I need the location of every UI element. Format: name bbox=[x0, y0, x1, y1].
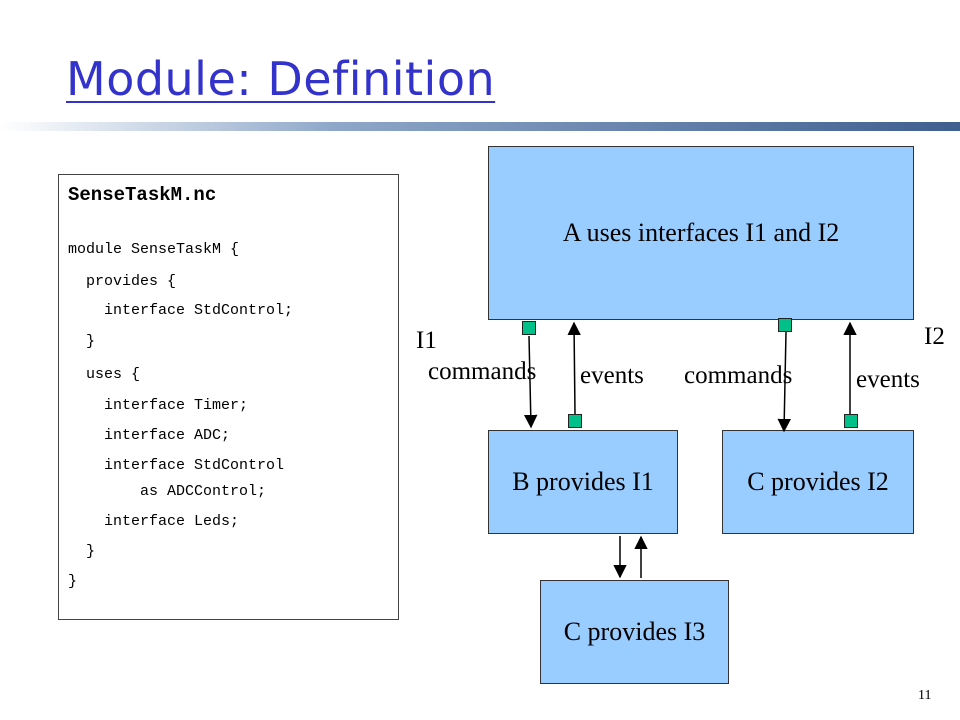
module-b-box: B provides I1 bbox=[488, 430, 678, 534]
events-arrow-left bbox=[567, 321, 581, 415]
page-number: 11 bbox=[918, 688, 932, 703]
module-c3-box: C provides I3 bbox=[540, 580, 729, 684]
commands-arrow-right bbox=[777, 331, 791, 433]
module-a-label: A uses interfaces I1 and I2 bbox=[562, 218, 840, 247]
code-filename: SenseTaskM.nc bbox=[68, 184, 217, 206]
label-events-right: events bbox=[856, 366, 920, 393]
code-line: interface ADC; bbox=[68, 427, 231, 444]
label-i1: I1 bbox=[416, 327, 437, 354]
code-line: interface StdControl; bbox=[68, 302, 294, 319]
module-a-box: A uses interfaces I1 and I2 bbox=[488, 146, 914, 320]
code-line: } bbox=[68, 333, 96, 350]
module-c3-label: C provides I3 bbox=[563, 617, 706, 646]
code-line: interface Timer; bbox=[68, 397, 249, 414]
slide-title: Module: Definition bbox=[66, 52, 496, 106]
code-line: } bbox=[68, 543, 96, 560]
label-i2: I2 bbox=[924, 323, 945, 350]
label-commands-left: commands bbox=[428, 358, 537, 385]
code-line: module SenseTaskM { bbox=[68, 241, 240, 258]
port-i2-events bbox=[844, 414, 858, 428]
module-c2-label: C provides I2 bbox=[747, 467, 889, 496]
code-line: interface StdControl bbox=[68, 457, 285, 474]
port-i2-commands bbox=[778, 318, 792, 332]
title-underline-bar bbox=[0, 122, 960, 131]
module-c2-box: C provides I2 bbox=[722, 430, 914, 534]
code-panel bbox=[58, 174, 399, 620]
module-b-label: B provides I1 bbox=[512, 467, 654, 496]
code-line: interface Leds; bbox=[68, 513, 240, 530]
code-line: } bbox=[68, 573, 78, 590]
commands-arrow-left bbox=[523, 335, 538, 429]
port-i1-commands bbox=[522, 321, 536, 335]
code-line: as ADCControl; bbox=[68, 483, 267, 500]
port-i1-events bbox=[568, 414, 582, 428]
label-events-left: events bbox=[580, 362, 644, 389]
code-line: uses { bbox=[68, 366, 141, 383]
code-line: provides { bbox=[68, 273, 177, 290]
label-commands-right: commands bbox=[684, 362, 793, 389]
